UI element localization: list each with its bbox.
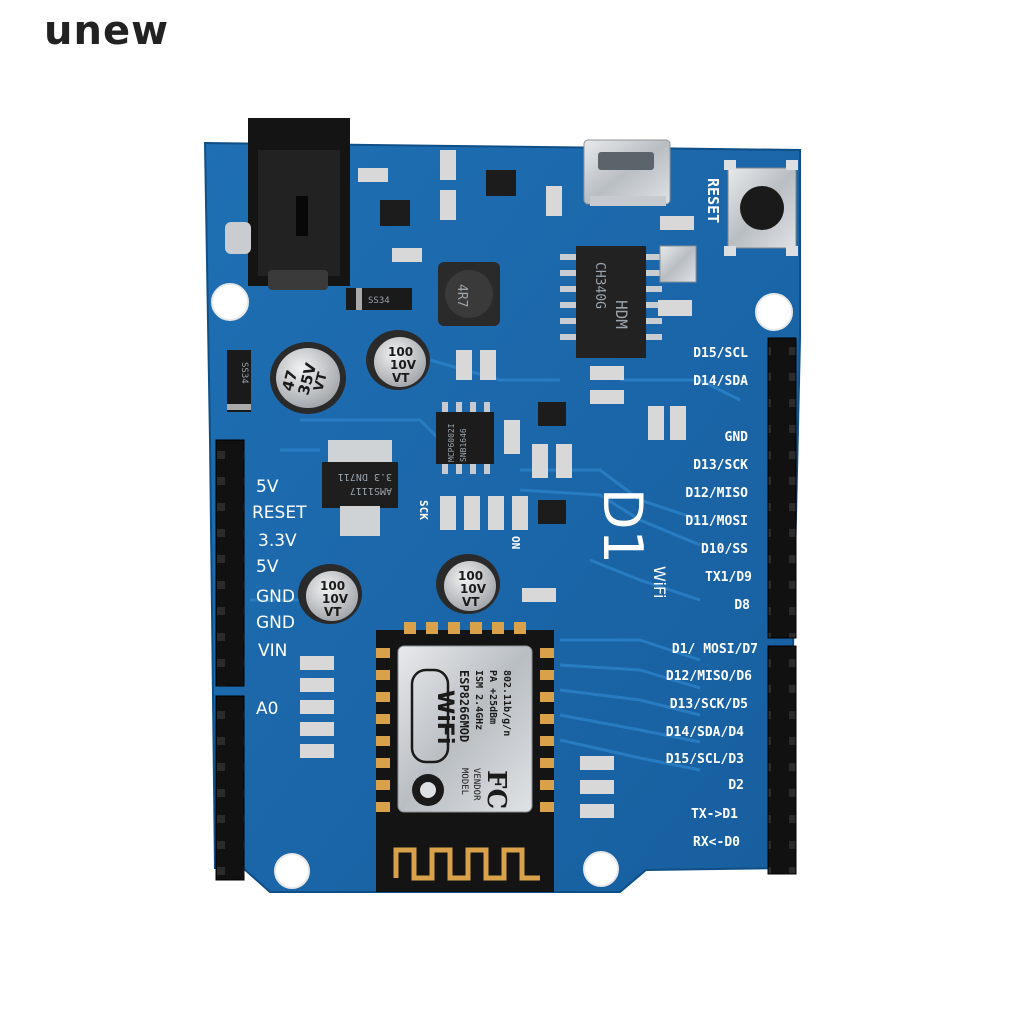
left-label: 5V <box>256 477 279 497</box>
left-label: A0 <box>256 699 278 719</box>
pcb-antenna <box>393 847 540 881</box>
cap-value-3: 100 <box>458 569 483 583</box>
esp-spec-2: PA +25dBm <box>487 670 498 724</box>
right-label: D12/MISO <box>685 486 748 501</box>
regulator-marking-2: 3.3 DN711 <box>338 471 392 482</box>
reset-button[interactable] <box>724 160 798 256</box>
cap-big-value: 47 <box>278 368 301 393</box>
left-label: 3.3V <box>258 531 297 551</box>
left-label: GND <box>256 587 295 607</box>
regulator-marking: AMS1117 <box>350 485 392 496</box>
capacitor-47uf: 47 35V VT <box>270 342 346 414</box>
cap-value-2: 100 <box>320 579 345 593</box>
esp-spec-1: ISM 2.4GHz <box>473 670 484 730</box>
schottky-diode: SS34 <box>346 288 412 310</box>
right-label: D13/SCK <box>693 458 748 473</box>
usb-chip-marking-2: HDM <box>612 300 631 329</box>
diode-marking: SS34 <box>368 296 390 306</box>
op-amp-chip: MCP6002I SNB1646 <box>436 402 494 474</box>
right-label: TX1/D9 <box>705 570 752 585</box>
power-inductor: 4R7 <box>438 262 500 326</box>
op-amp-marking-2: SNB1646 <box>459 428 468 462</box>
small-transistors <box>380 170 566 524</box>
cap-big-series: VT <box>311 371 330 393</box>
left-label: RESET <box>252 503 307 523</box>
esp-spec-3: 802.11b/g/n <box>501 670 512 736</box>
right-label: D14/SDA/D4 <box>666 725 744 740</box>
cap-value-1: 100 <box>388 345 413 359</box>
cap-voltage-1: 10V <box>390 358 417 372</box>
right-label: D10/SS <box>701 542 748 557</box>
cap-voltage-2: 10V <box>322 592 349 606</box>
board-name: D1 <box>591 488 654 564</box>
op-amp-marking: MCP6002I <box>447 423 456 462</box>
right-label: D15/SCL/D3 <box>666 752 744 767</box>
right-label: D1/ MOSI/D7 <box>672 642 758 657</box>
smd-components <box>300 150 694 834</box>
sck-label: SCK <box>417 500 430 520</box>
right-header-upper <box>767 337 797 639</box>
esp8266-module: WiFi ESP8266MOD ISM 2.4GHz PA +25dBm 802… <box>376 622 554 892</box>
cap-series-3: VT <box>462 595 480 609</box>
capacitor-100uf-mid: 100 10V VT <box>436 554 500 614</box>
cap-series-2: VT <box>324 605 342 619</box>
esp-side-label-1: MODEL <box>459 768 469 795</box>
right-header-labels: D15/SCL D14/SDA GND D13/SCK D12/MISO D11… <box>666 346 758 850</box>
schottky-diode-2: SS34 <box>227 350 251 412</box>
capacitor-100uf-top: 100 10V VT <box>366 330 430 390</box>
diode-2-marking: SS34 <box>239 362 249 384</box>
left-label: VIN <box>258 641 287 661</box>
usb-serial-chip: CH340G HDM <box>560 246 662 358</box>
right-label: RX<-D0 <box>693 835 740 850</box>
reset-label: RESET <box>704 178 722 223</box>
capacitor-100uf-left: 100 10V VT <box>298 564 362 624</box>
right-label: D11/MOSI <box>685 514 748 529</box>
right-label: D12/MISO/D6 <box>666 669 752 684</box>
right-label: D8 <box>734 598 750 613</box>
esp-model: ESP8266MOD <box>457 670 471 742</box>
right-label: TX->D1 <box>691 807 738 822</box>
fcc-logo: FC <box>481 770 511 809</box>
board-subtitle: WiFi <box>650 566 669 598</box>
voltage-regulator: AMS1117 3.3 DN711 <box>322 440 398 536</box>
esp-side-label-2: VENDOR <box>471 768 481 801</box>
left-header-power <box>215 439 245 687</box>
left-label: GND <box>256 613 295 633</box>
mounting-holes <box>211 283 793 889</box>
usb-chip-marking: CH340G <box>592 262 607 309</box>
dc-power-jack <box>225 118 350 290</box>
cap-series-1: VT <box>392 371 410 385</box>
on-label: ON <box>509 536 522 549</box>
right-label: D14/SDA <box>693 374 748 389</box>
right-label: D2 <box>728 778 744 793</box>
inductor-marking: 4R7 <box>454 284 469 307</box>
wifi-logo-text: WiFi <box>432 690 457 744</box>
micro-usb-port <box>583 139 671 206</box>
right-header-lower <box>767 645 797 875</box>
wifi-logo <box>410 668 450 764</box>
right-label: GND <box>725 430 749 445</box>
brand-watermark: unew <box>44 8 170 54</box>
left-header-labels: 5V RESET 3.3V 5V GND GND VIN A0 <box>252 477 307 719</box>
right-label: D15/SCL <box>693 346 748 361</box>
espressif-logo <box>412 774 444 806</box>
cap-voltage-3: 10V <box>460 582 487 596</box>
left-label: 5V <box>256 557 279 577</box>
crystal <box>659 245 697 283</box>
left-header-analog <box>215 695 245 881</box>
right-label: D13/SCK/D5 <box>670 697 748 712</box>
esp-shield <box>397 645 533 813</box>
